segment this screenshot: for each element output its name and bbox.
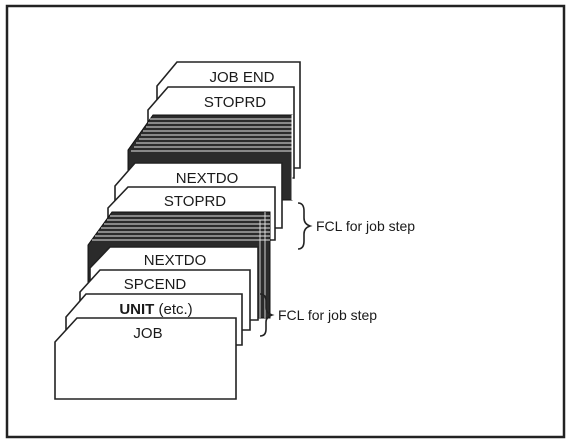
upper-brace-annotation: FCL for job step bbox=[298, 203, 415, 249]
card-nextdo-lower-label: NEXTDO bbox=[144, 252, 207, 269]
lower-brace-annotation: FCL for job step bbox=[260, 294, 377, 336]
upper-curly-brace bbox=[298, 203, 310, 249]
card-unit-label: UNIT (etc.) bbox=[119, 301, 192, 318]
card-job-end-label: JOB END bbox=[209, 69, 274, 86]
card-unit-keyword: UNIT bbox=[119, 301, 154, 318]
card-stoprd-top-label: STOPRD bbox=[204, 94, 266, 111]
card-stoprd-middle-label: STOPRD bbox=[164, 193, 226, 210]
upper-brace-label: FCL for job step bbox=[316, 218, 415, 234]
lower-brace-label: FCL for job step bbox=[278, 307, 377, 323]
card-unit-suffix: (etc.) bbox=[154, 301, 192, 318]
card-job: JOB bbox=[55, 318, 236, 399]
card-nextdo-upper-label: NEXTDO bbox=[176, 170, 239, 187]
card-job-label: JOB bbox=[133, 325, 162, 342]
card-spcend-label: SPCEND bbox=[124, 276, 187, 293]
